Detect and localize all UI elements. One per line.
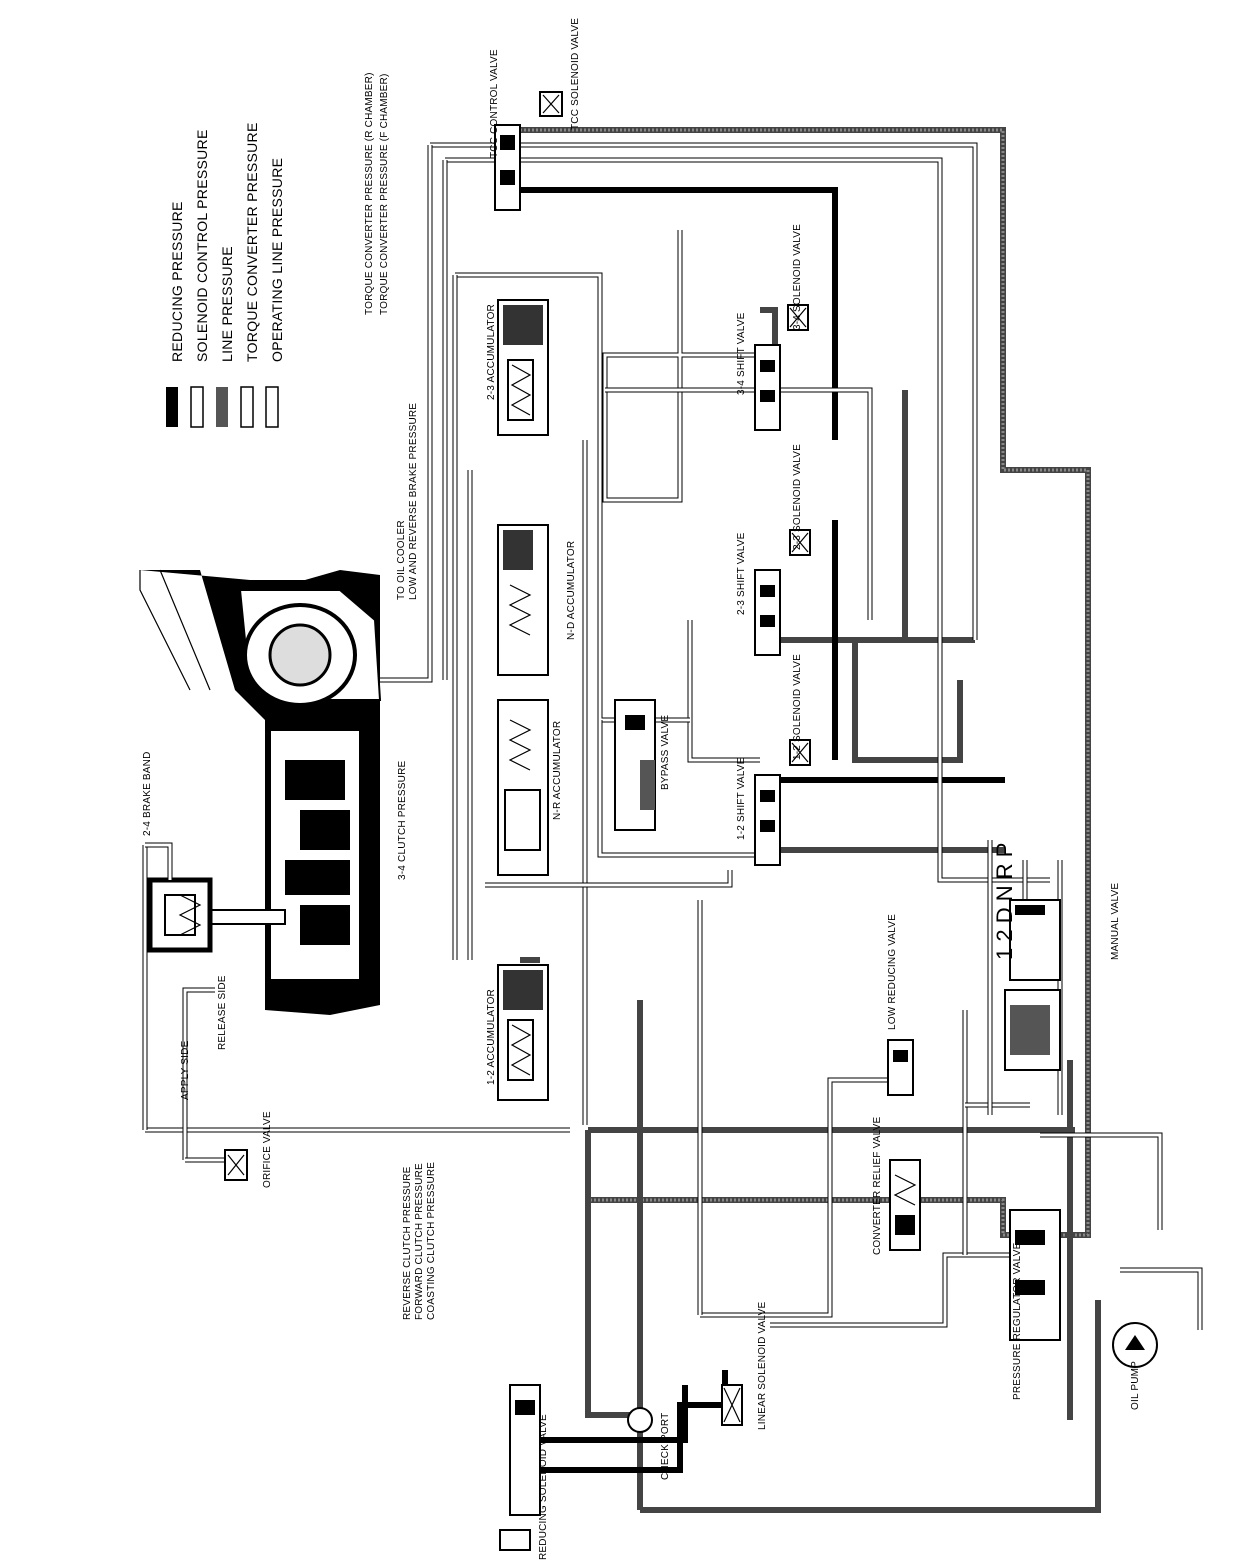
- legend-label-reducing: REDUCING PRESSURE: [169, 201, 185, 362]
- label-converter-relief: CONVERTER RELIEF VALVE: [872, 1117, 883, 1255]
- legend-swatch-line: [216, 387, 228, 427]
- accumulator-nr: [497, 699, 549, 876]
- label-reverse-clutch: REVERSE CLUTCH PRESSURE: [402, 1166, 413, 1320]
- oil-pump: [1112, 1322, 1158, 1368]
- labels: TCC CONTROL VALVE TCC SOLENOID VALVE TOR…: [142, 18, 1141, 1560]
- label-to-oil-cooler: TO OIL COOLER: [396, 520, 407, 600]
- label-orifice-valve: ORIFICE VALVE: [262, 1111, 273, 1188]
- manual-valve: [1004, 899, 1061, 1071]
- label-sol-2-3: 2-3 SOLENOID VALVE: [792, 444, 803, 550]
- accumulator-nd: [497, 524, 549, 676]
- linear-solenoid-valve: [721, 1384, 743, 1426]
- label-oil-pump: OIL PUMP: [1130, 1361, 1141, 1410]
- label-release-side: RELEASE SIDE: [217, 975, 228, 1050]
- check-port: [627, 1407, 653, 1433]
- label-tcc-control-valve: TCC CONTROL VALVE: [489, 49, 500, 158]
- hollow-lines: [142, 142, 1203, 1330]
- label-low-rev-brake: LOW AND REVERSE BRAKE PRESSURE: [408, 403, 419, 600]
- transmission-cutaway: [139, 569, 382, 1015]
- tcc-control-valve: [494, 124, 521, 211]
- legend-label-operating: OPERATING LINE PRESSURE: [269, 158, 285, 362]
- label-tc-pressure-r: TORQUE CONVERTER PRESSURE (R CHAMBER): [364, 72, 375, 315]
- label-sol-3-4: 3-4 SOLENOID VALVE: [792, 224, 803, 330]
- label-tc-pressure-f: TORQUE CONVERTER PRESSURE (F CHAMBER): [379, 73, 390, 315]
- label-tcc-solenoid-valve: TCC SOLENOID VALVE: [570, 18, 581, 130]
- label-nr-accumulator: N-R ACCUMULATOR: [552, 721, 563, 820]
- shift-valve-1-2: [754, 774, 781, 866]
- shift-valve-3-4: [754, 344, 781, 431]
- tcc-solenoid-valve: [539, 91, 563, 117]
- solenoid-2-3: [789, 529, 811, 556]
- label-sol-1-2: 1-2 SOLENOID VALVE: [792, 654, 803, 760]
- orifice-valve: [224, 1149, 248, 1181]
- label-coasting-clutch: COASTING CLUTCH PRESSURE: [426, 1162, 437, 1320]
- legend-swatch-reducing: [166, 387, 178, 427]
- solenoid-3-4: [787, 304, 809, 331]
- label-acc-1-2: 1-2 ACCUMULATOR: [486, 989, 497, 1085]
- converter-relief-valve: [889, 1159, 921, 1251]
- legend-swatch-solenoid: [190, 386, 204, 428]
- label-linear-solenoid: LINEAR SOLENOID VALVE: [757, 1302, 768, 1430]
- label-pressure-regulator: PRESSURE REGULATOR VALVE: [1012, 1242, 1023, 1400]
- label-shift-1-2: 1-2 SHIFT VALVE: [736, 757, 747, 840]
- label-manual-valve: MANUAL VALVE: [1110, 883, 1121, 960]
- accumulator-2-3: [497, 299, 549, 436]
- label-shift-3-4: 3-4 SHIFT VALVE: [736, 312, 747, 395]
- bypass-valve: [614, 699, 656, 831]
- label-shift-2-3: 2-3 SHIFT VALVE: [736, 532, 747, 615]
- label-forward-clutch: FORWARD CLUTCH PRESSURE: [414, 1163, 425, 1320]
- label-check-port: CHECK PORT: [660, 1413, 671, 1480]
- label-bypass-valve: BYPASS VALVE: [660, 715, 671, 790]
- label-acc-2-3: 2-3 ACCUMULATOR: [486, 304, 497, 400]
- low-reducing-valve: [887, 1039, 914, 1096]
- line-pressure-circuit: [507, 127, 1101, 1513]
- legend-label-converter: TORQUE CONVERTER PRESSURE: [244, 122, 260, 362]
- shift-valve-2-3: [754, 569, 781, 656]
- label-reducing-solenoid: REDUCING SOLENOID VALVE: [538, 1414, 549, 1560]
- label-apply-side: APPLY SIDE: [180, 1040, 191, 1100]
- accumulator-1-2: [497, 964, 549, 1101]
- label-clutch-3-4: 3-4 CLUTCH PRESSURE: [397, 760, 408, 880]
- label-brake-band: 2-4 BRAKE BAND: [142, 752, 153, 837]
- reducing-solenoid-valve: [499, 1384, 541, 1551]
- legend-label-solenoid: SOLENOID CONTROL PRESSURE: [194, 129, 210, 362]
- label-gear-positions: 1 2 D N R P: [992, 843, 1017, 960]
- label-nd-accumulator: N-D ACCUMULATOR: [566, 541, 577, 640]
- solenoid-1-2: [789, 739, 811, 766]
- legend-swatch-operating: [265, 386, 279, 428]
- label-low-reducing: LOW REDUCING VALVE: [887, 914, 898, 1030]
- pressure-regulator-valve: [1009, 1209, 1061, 1341]
- legend-label-line: LINE PRESSURE: [219, 246, 235, 362]
- legend-swatch-converter: [240, 386, 254, 428]
- brake-band-servo: [145, 842, 213, 953]
- legend: REDUCING PRESSURE SOLENOID CONTROL PRESS…: [166, 122, 285, 428]
